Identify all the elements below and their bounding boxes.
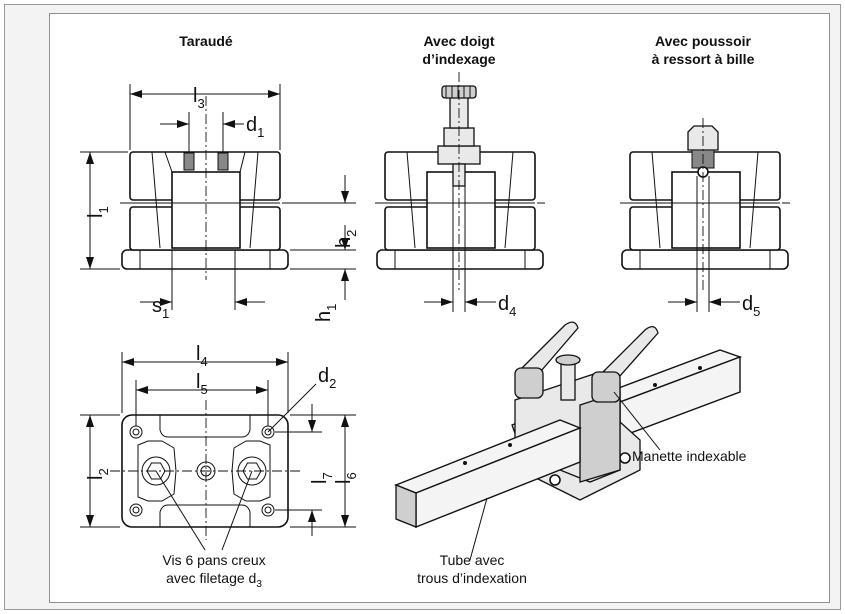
dim-l2: l2 xyxy=(85,468,111,480)
dim-h2: h2 xyxy=(333,230,359,248)
caption-handle: Manette indexable xyxy=(632,448,747,464)
view-top xyxy=(80,352,356,551)
title-tapped: Taraudé xyxy=(179,33,233,49)
dim-l1: l1 xyxy=(85,206,111,218)
view-ball-plunger xyxy=(620,118,790,312)
title-index-line1: Avec doigt xyxy=(423,33,494,49)
dim-s1: s1 xyxy=(152,295,169,321)
caption-tube-line1: Tube avec xyxy=(440,552,505,568)
dim-h1: h1 xyxy=(313,304,339,322)
caption-screw-line2: avec filetage d3 xyxy=(166,570,262,590)
dim-l7: l7 xyxy=(309,472,335,484)
dim-d4: d4 xyxy=(498,293,516,319)
view-tapped xyxy=(80,84,356,310)
title-index-line2: d’indexage xyxy=(422,51,495,67)
dim-l3: l3 xyxy=(193,85,205,111)
title-ball-line1: Avec poussoir xyxy=(655,33,752,49)
dim-d1: d1 xyxy=(246,114,264,140)
view-assembly xyxy=(394,321,743,561)
dim-d2: d2 xyxy=(318,365,336,391)
title-ball-line2: à ressort à bille xyxy=(652,51,755,67)
caption-tube-line2: trous d’indexation xyxy=(417,570,527,586)
dim-d5: d5 xyxy=(742,293,760,319)
dim-l4: l4 xyxy=(196,343,208,369)
caption-screw-line1: Vis 6 pans creux xyxy=(162,552,265,568)
dim-l5: l5 xyxy=(196,371,208,397)
dim-l6: l6 xyxy=(333,472,359,484)
view-index-plunger xyxy=(375,72,545,312)
